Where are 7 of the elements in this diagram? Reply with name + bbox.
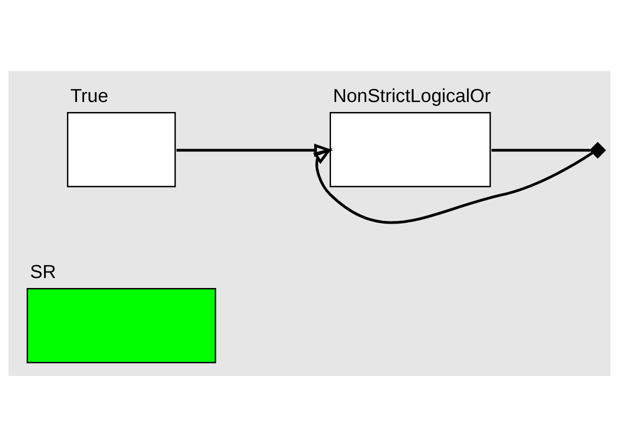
arrow [313,148,594,224]
node-label: NonStrictLogicalOr [333,85,491,106]
node-label: True [70,85,108,106]
node-diamond [589,142,606,159]
connector [492,148,590,152]
node-label: SR [30,261,56,282]
arrow [176,144,334,157]
